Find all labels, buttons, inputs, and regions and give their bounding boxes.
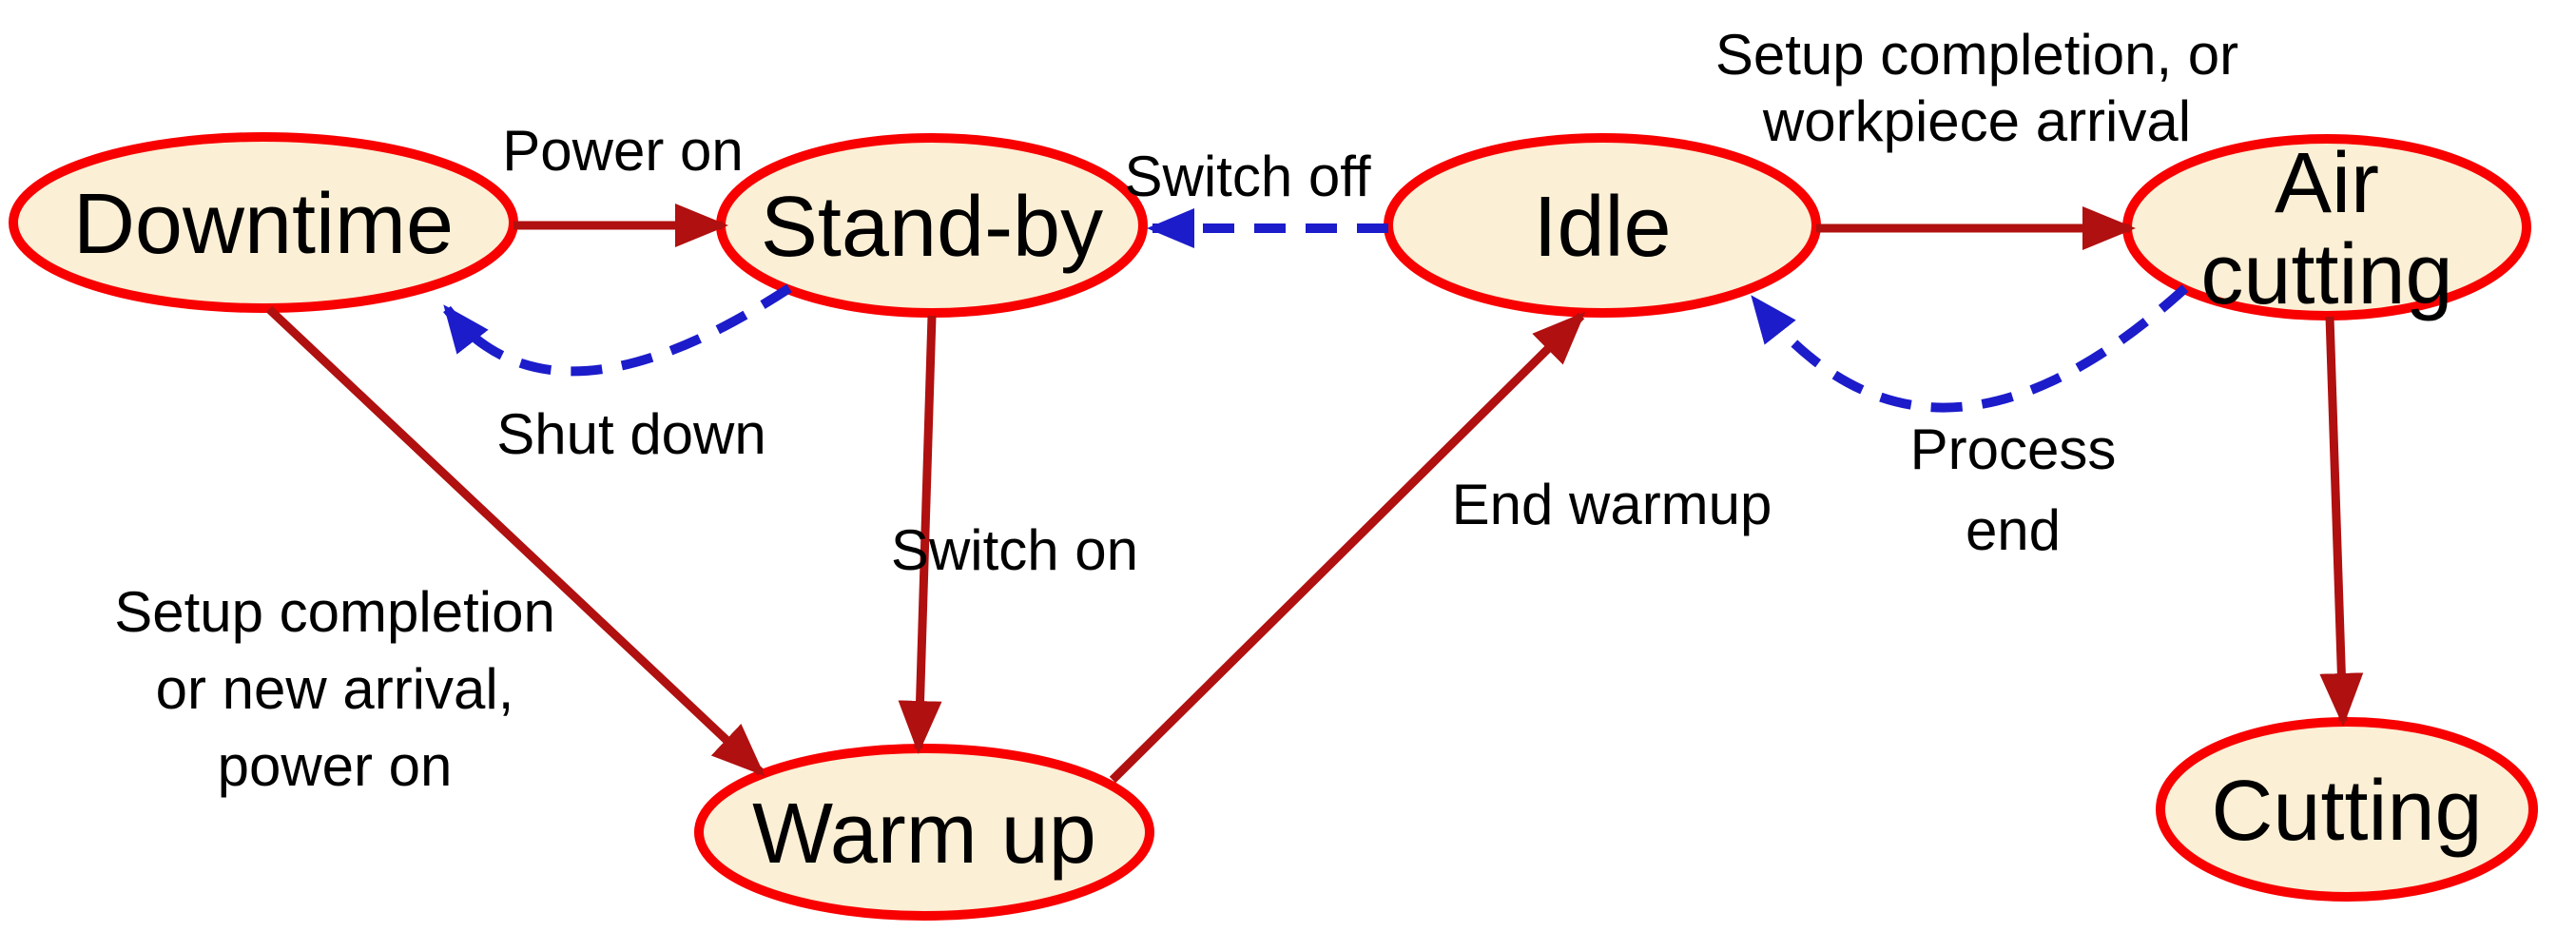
transition-power-on-label: Power on <box>502 119 743 183</box>
transition-power-on: Power on <box>502 119 744 247</box>
transition-process-end: Process end <box>1751 284 2189 562</box>
transition-setup-completion-workpiece-arrival-label: Setup completion, or <box>1715 23 2238 87</box>
transition-air-cutting-to-cutting <box>2319 316 2364 727</box>
state-warm-up: Warm up <box>694 744 1154 921</box>
state-warm-up-label: Warm up <box>752 786 1096 882</box>
transition-switch-on: Switch on <box>891 315 1138 754</box>
state-cutting-label: Cutting <box>2211 764 2482 859</box>
transition-switch-on-path <box>898 315 942 754</box>
transition-end-warmup-label: End warmup <box>1452 473 1772 536</box>
state-idle-label: Idle <box>1533 180 1671 275</box>
transition-process-end-path <box>1751 284 2189 413</box>
transition-setup-completion-new-arrival-power-on-path <box>265 305 765 777</box>
state-air-cutting-label: Air <box>2275 136 2379 231</box>
state-stand-by-label: Stand-by <box>761 180 1103 275</box>
state-downtime-label: Downtime <box>73 177 454 272</box>
state-cutting: Cutting <box>2156 717 2538 902</box>
transition-setup-completion-new-arrival-power-on: Setup completion or new arrival, power on <box>114 305 765 798</box>
transition-setup-completion-new-arrival-power-on-label: Setup completion <box>114 580 555 644</box>
transition-switch-off: Switch off <box>1124 145 1388 248</box>
transition-end-warmup-path <box>1109 311 1586 784</box>
transition-switch-off-label: Switch off <box>1124 145 1370 208</box>
transition-shut-down-label: Shut down <box>496 402 766 466</box>
state-air-cutting-label: cutting <box>2200 227 2452 322</box>
transition-process-end-label: Process <box>1910 417 2117 481</box>
state-idle: Idle <box>1384 133 1821 318</box>
transition-setup-completion-workpiece-arrival-label: workpiece arrival <box>1762 89 2191 153</box>
state-stand-by: Stand-by <box>716 133 1148 318</box>
transition-setup-completion-new-arrival-power-on-label: power on <box>218 734 453 798</box>
transition-end-warmup: End warmup <box>1109 311 1772 784</box>
transition-switch-on-label: Switch on <box>891 518 1138 582</box>
transition-setup-completion-new-arrival-power-on-label: or new arrival, <box>156 657 514 721</box>
transition-air-cutting-to-cutting-path <box>2319 316 2364 727</box>
transition-process-end-label: end <box>1966 498 2061 562</box>
transition-shut-down-path <box>443 283 792 377</box>
state-downtime: Downtime <box>9 132 518 313</box>
transition-shut-down: Shut down <box>443 283 792 466</box>
